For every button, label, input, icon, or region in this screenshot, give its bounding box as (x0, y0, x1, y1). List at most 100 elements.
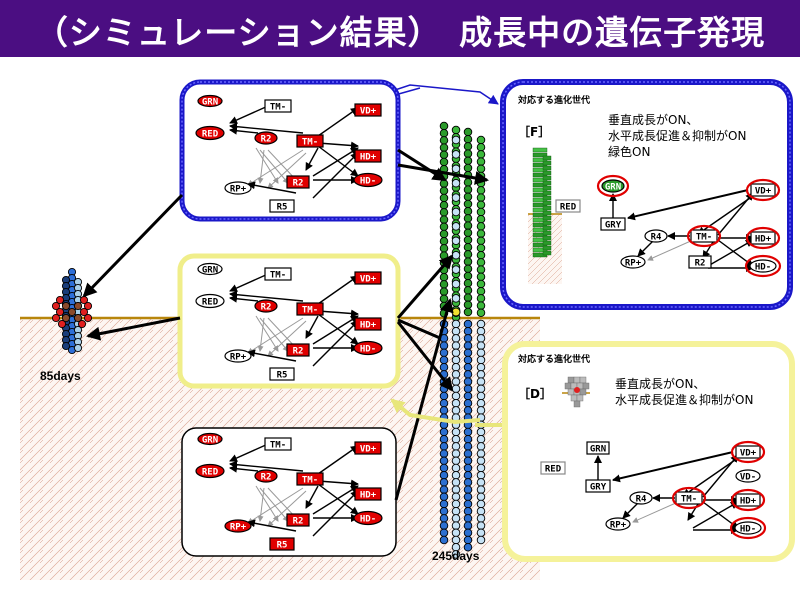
plant-cell (57, 319, 67, 329)
plant-cell (463, 514, 473, 523)
plant-cell (463, 348, 473, 358)
plant-cell (463, 492, 473, 502)
plant-cell (451, 362, 461, 372)
plant-cell (463, 384, 473, 394)
plant-cell (451, 514, 461, 523)
plant-cell (463, 235, 473, 245)
plant-cell (476, 535, 486, 545)
panel-node-red: RED (540, 461, 566, 475)
panel-connectors (390, 84, 505, 427)
node-vd-plus-label: VD+ (360, 275, 377, 285)
node-tm: TM- (296, 472, 324, 486)
plant-cell (463, 185, 473, 194)
label-245days: 245days (432, 549, 480, 563)
plant-cell (463, 250, 473, 259)
node-r2-ellipse-label: R2 (261, 135, 272, 145)
panel-node-vd-plus-label: VD+ (755, 187, 772, 197)
plant-cell (439, 193, 449, 203)
plant-cell (439, 535, 449, 545)
node-r5-label: R5 (277, 203, 288, 213)
panel-node-red: RED (555, 199, 581, 213)
node-red: RED (195, 293, 225, 309)
plant-cell (451, 222, 461, 231)
plant-cell (451, 535, 461, 545)
panel-node-vd-plus: VD+ (750, 183, 776, 197)
node-vd-plus-label: VD+ (360, 445, 377, 455)
panel-node-hd-plus: HD+ (735, 493, 761, 507)
plant-cell (463, 406, 473, 415)
plant-cell (463, 449, 473, 458)
plant-cell (439, 442, 449, 451)
node-r5-label: R5 (277, 371, 288, 381)
node-vd-plus: VD+ (354, 103, 382, 117)
plant-cell (439, 157, 449, 167)
plant-cell (463, 398, 473, 408)
plant-cell (476, 229, 486, 238)
plant-245days (439, 121, 486, 559)
plant-cell (77, 319, 87, 329)
panel-node-grn-label: GRN (590, 445, 606, 455)
plant-cell (476, 514, 486, 523)
panel-node-red-label: RED (560, 203, 577, 213)
plant-cell (463, 286, 473, 295)
plant-cell (439, 384, 449, 394)
plant-cell (73, 313, 83, 323)
node-r2-label: R2 (293, 517, 304, 527)
plant-cell (476, 362, 486, 372)
plant-cell (439, 215, 449, 224)
plant-cell (476, 506, 486, 516)
plant-cell (476, 449, 486, 458)
plant-cell (451, 250, 461, 260)
plant-cell (451, 492, 461, 502)
plant-85days (51, 267, 93, 355)
node-rp-plus-label: RP+ (230, 353, 247, 363)
node-vd-plus: VD+ (354, 271, 382, 285)
plant-cell (463, 542, 473, 552)
node-r2-label: R2 (293, 347, 304, 357)
plant-cell (55, 307, 65, 317)
plant-cell (476, 528, 486, 538)
plant-cell (476, 164, 486, 174)
node-red-label: RED (202, 468, 219, 478)
plant-cell (451, 307, 461, 317)
plant-cell (476, 485, 486, 494)
panel-node-tm-label: TM- (681, 495, 697, 505)
panel-node-hd-minus: HD- (734, 521, 762, 535)
panel-node-gry-label: GRY (590, 483, 607, 493)
plant-cell (476, 157, 486, 166)
node-tm-label: TM- (302, 306, 318, 316)
node-r2-ellipse: R2 (254, 131, 278, 145)
panel-f-tag: ［F］ (518, 124, 550, 139)
node-r2-ellipse: R2 (254, 469, 278, 483)
panel-node-tm-label: TM- (696, 233, 712, 243)
plant-cell (451, 463, 461, 473)
plant-cell (439, 470, 449, 480)
plant-cell (476, 207, 486, 217)
node-tm: TM- (296, 134, 324, 148)
panel-node-hd-minus: HD- (749, 259, 777, 273)
plant-cell (476, 186, 486, 195)
panel-node-rp-plus-label: RP+ (625, 259, 642, 269)
node-vd-plus: VD+ (354, 441, 382, 455)
plant-cell (451, 334, 461, 343)
plant-cell (463, 427, 473, 437)
plant-cell (451, 528, 461, 538)
plant-cell (439, 280, 449, 289)
title-bar: （シミュレーション結果） 成長中の遺伝子発現 (0, 0, 800, 57)
plant-cell (451, 193, 461, 202)
plant-cell (463, 391, 473, 401)
node-tm-label: TM- (302, 138, 318, 148)
plant-cell (476, 377, 486, 386)
node-grn-label: GRN (202, 436, 218, 446)
plant-cell (451, 125, 461, 135)
panel-node-gry-label: GRY (605, 221, 622, 231)
plant-cell (439, 287, 449, 296)
plant-cell (463, 242, 473, 252)
panel-d-desc-1: 垂直成長がON、 (615, 376, 705, 391)
panel-node-hd-plus-label: HD+ (755, 235, 772, 245)
plant-cell (439, 492, 449, 502)
